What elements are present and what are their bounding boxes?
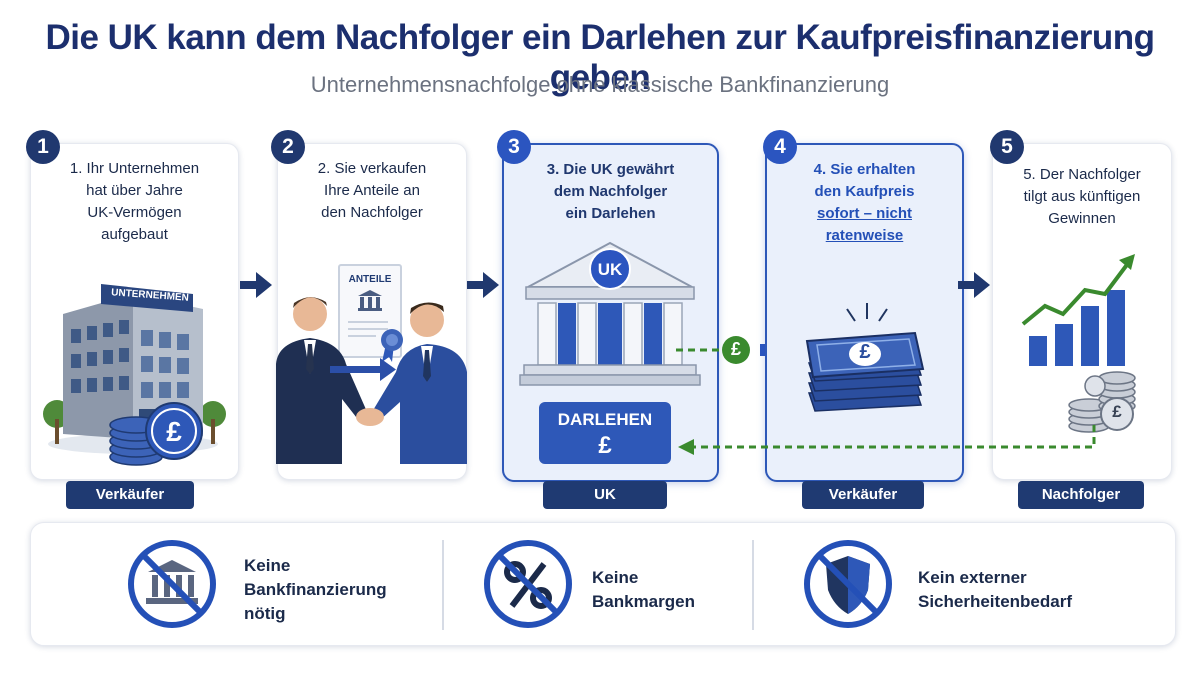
loan-box: DARLEHEN £ (539, 402, 671, 464)
step-number-2: 2 (271, 130, 305, 164)
banknote-stack-icon (805, 303, 925, 412)
benefits-divider-2 (752, 540, 754, 630)
coin-symbol: £ (1112, 402, 1122, 421)
flow-arrow-4 (958, 272, 990, 298)
document-building-icon (358, 290, 382, 311)
banknote-symbol: £ (859, 341, 871, 363)
growth-chart-icon (1021, 254, 1135, 366)
flow-arrow-2 (467, 272, 499, 298)
share-document: ANTEILE (338, 264, 403, 362)
step-number-1: 1 (26, 130, 60, 164)
step-number-4: 4 (763, 130, 797, 164)
repayment-flow-line (678, 425, 1096, 455)
seal-icon (381, 329, 403, 362)
no-bank-icon (128, 540, 216, 628)
no-shield-icon (804, 540, 892, 628)
step-number-5: 5 (990, 130, 1024, 164)
page-title: Die UK kann dem Nachfolger ein Darlehen … (45, 18, 1155, 97)
no-percent-icon (484, 540, 572, 628)
step-number-3: 3 (497, 130, 531, 164)
handshake-illustration (276, 297, 467, 464)
office-building-icon (43, 284, 226, 454)
role-label-3: UK (543, 481, 667, 509)
flow-arrow-1 (240, 272, 272, 298)
pound-coins-icon: £ (109, 402, 203, 466)
role-label-1: Verkäufer (66, 481, 194, 509)
role-label-5: Nachfolger (1018, 481, 1144, 509)
bank-badge: UK (597, 260, 623, 279)
page-subtitle: Unternehmensnachfolge ohne klassische Ba… (310, 72, 890, 97)
payout-currency-symbol: £ (730, 339, 741, 359)
bank-building-icon (519, 241, 701, 386)
svg-text:£: £ (166, 416, 182, 447)
benefits-panel (30, 522, 1176, 646)
role-label-4: Verkäufer (802, 481, 924, 509)
coin-stack-icon (1068, 371, 1136, 433)
benefits-divider-1 (442, 540, 444, 630)
